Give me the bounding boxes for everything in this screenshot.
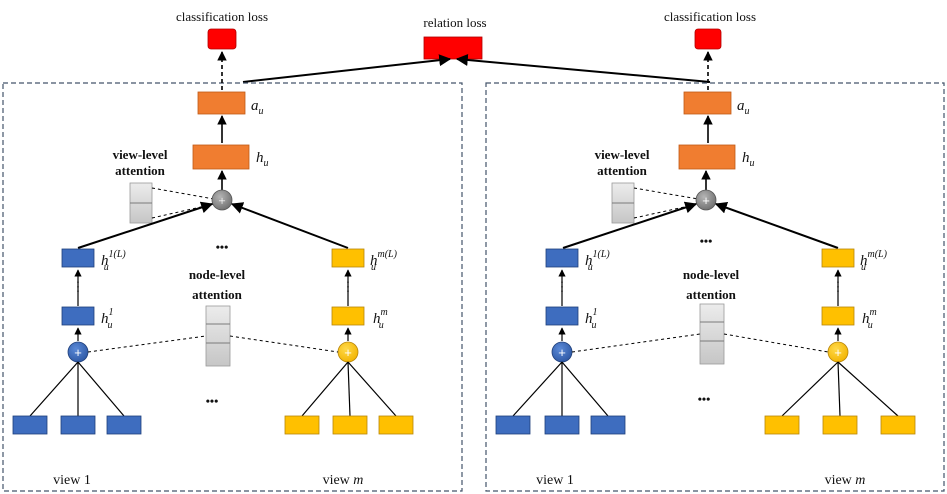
right-au-node: [683, 91, 732, 115]
left-hm-node: [331, 306, 365, 326]
right-yellow-edge-2: [837, 361, 841, 417]
right-node-level-attention-block: [699, 303, 725, 365]
left-view-sum-node: [211, 189, 233, 211]
right-blue-sum-plus: +: [558, 345, 566, 360]
left-dots-bottom: •••: [206, 394, 219, 408]
left-classification-loss-node: [207, 28, 237, 50]
right-view-level-label: view-level: [595, 147, 650, 162]
left-au-label: au: [251, 98, 264, 117]
left-view-attn-dash-2: [151, 203, 215, 219]
left-yellow-edge-1: [301, 361, 349, 417]
left-h1-node: [61, 306, 95, 326]
right-yellow-edge-3: [837, 361, 899, 417]
right-blue-leaf-1: [495, 415, 531, 435]
relation-loss-label: relation loss: [423, 15, 486, 30]
left-blue-edge-1: [29, 361, 79, 417]
right-yellow-leaf-3: [880, 415, 916, 435]
left-blue-leaf-3: [106, 415, 142, 435]
right-dots-top: •••: [700, 234, 713, 248]
right-hmL-label: hm(L)u: [860, 249, 888, 273]
left-node-level-label-2: attention: [192, 287, 243, 302]
left-dots-top: •••: [216, 240, 229, 254]
left-view-level-attention-block: [129, 182, 153, 224]
right-h1-node: [545, 306, 579, 326]
left-node-level-label: node-level: [189, 267, 246, 282]
right-blue-leaf-2: [544, 415, 580, 435]
right-hu-label: hu: [742, 150, 755, 169]
right-yellow-sum-plus: +: [834, 345, 842, 360]
right-au-to-relation-arrow: [455, 54, 711, 83]
left-h1L-node: [61, 248, 95, 268]
right-view-level-attention-block: [611, 182, 635, 224]
right-classification-loss-label: classification loss: [664, 9, 756, 24]
left-view-sum-plus: +: [218, 193, 225, 208]
right-hu-node: [678, 144, 736, 170]
right-blue-leaf-3: [590, 415, 626, 435]
left-yellow-sum-plus: +: [344, 345, 352, 360]
left-blue-leaf-2: [60, 415, 96, 435]
right-blue-edge-3: [561, 361, 609, 417]
right-au-label: au: [737, 98, 750, 117]
right-view-sum-plus: +: [702, 193, 710, 208]
left-hu-node: [192, 144, 250, 170]
left-blue-sum-plus: +: [74, 345, 82, 360]
left-h1L-label: h1(L)u: [101, 249, 126, 273]
left-blue-leaf-1: [12, 415, 48, 435]
right-node-attn-dash-yellow: [723, 333, 829, 353]
left-yellow-leaf-3: [378, 415, 414, 435]
right-node-level-label: node-level: [683, 267, 740, 282]
right-yellow-leaf-2: [822, 415, 858, 435]
right-viewm-label: view m: [825, 473, 866, 488]
left-blue-edge-3: [77, 361, 125, 417]
left-hmL-node: [331, 248, 365, 268]
left-yellow-leaf-2: [332, 415, 368, 435]
left-h1L-to-sum-arrow: [77, 201, 214, 249]
right-node-level-label-2: attention: [686, 287, 737, 302]
right-blue-edge-1: [512, 361, 563, 417]
left-yellow-edge-2: [347, 361, 351, 417]
left-viewm-label: view m: [323, 473, 364, 488]
right-h1L-label: h1(L)u: [585, 249, 610, 273]
right-hmL-node: [821, 248, 855, 268]
right-hmL-to-sum-arrow: [714, 202, 839, 249]
left-yellow-edge-3: [347, 361, 397, 417]
right-view-attn-dash-1: [633, 187, 699, 200]
left-view1-label: view 1: [53, 473, 91, 488]
right-view-level-label-2: attention: [597, 163, 648, 178]
left-node-attn-dash-yellow: [229, 335, 339, 353]
right-panel-border: [485, 82, 945, 492]
right-node-attn-dash-blue: [571, 333, 701, 353]
left-au-node: [197, 91, 246, 115]
right-yellow-leaf-1: [764, 415, 800, 435]
right-h1L-node: [545, 248, 579, 268]
left-panel: classification loss au hu view-level att…: [2, 9, 463, 492]
left-hu-label: hu: [256, 150, 269, 169]
right-h1L-to-sum-arrow: [562, 201, 698, 249]
left-classification-loss-label: classification loss: [176, 9, 268, 24]
right-panel: classification loss au hu view-level att…: [485, 9, 945, 492]
right-classification-loss-node: [694, 28, 722, 50]
right-view-sum-node: [695, 189, 717, 211]
relation-loss-group: relation loss: [423, 15, 487, 60]
left-view-attn-dash-1: [151, 187, 215, 200]
left-view-level-label: view-level: [113, 147, 168, 162]
left-hmL-to-sum-arrow: [230, 202, 349, 249]
right-dots-bottom: •••: [698, 392, 711, 406]
left-au-to-relation-arrow: [242, 54, 452, 83]
left-node-attn-dash-blue: [87, 335, 207, 353]
relation-loss-node: [423, 36, 483, 60]
left-yellow-leaf-1: [284, 415, 320, 435]
right-view1-label: view 1: [536, 473, 574, 488]
right-hm-node: [821, 306, 855, 326]
left-view-level-label-2: attention: [115, 163, 166, 178]
left-panel-border: [2, 82, 463, 492]
right-yellow-edge-1: [781, 361, 839, 417]
left-hmL-label: hm(L)u: [370, 249, 398, 273]
left-node-level-attention-block: [205, 305, 231, 367]
